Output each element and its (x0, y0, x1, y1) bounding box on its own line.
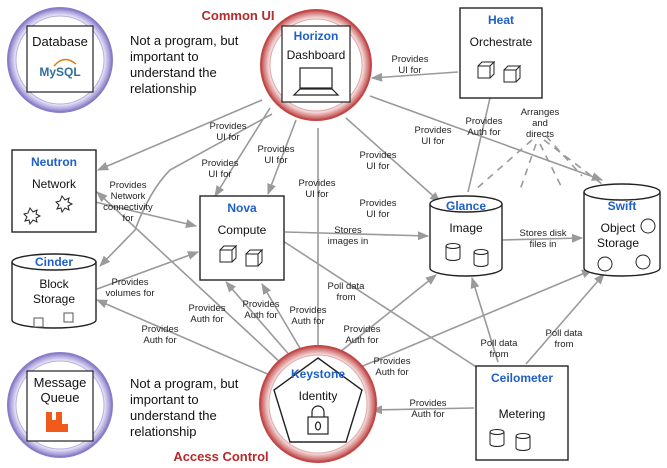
database-node: Database MySQL (7, 7, 113, 113)
edge-horizon-nova-a (214, 107, 271, 197)
squares-icon (33, 312, 74, 328)
heat-node: Heat Orchestrate (459, 7, 543, 99)
database-label: Database (32, 34, 88, 49)
glance-title: Glance (446, 199, 486, 213)
edge-glance-swift (501, 233, 584, 243)
keystone-subtitle: Identity (299, 389, 338, 403)
edge-ceilometer-glance (470, 276, 499, 363)
swift-node: Swift Object Storage (583, 183, 661, 277)
rabbitmq-logo-icon (46, 412, 68, 432)
glance-subtitle: Image (449, 221, 483, 235)
edge-keystone-nova-b (261, 283, 305, 356)
edge-heat-glance (467, 97, 491, 193)
cinder-title: Cinder (35, 255, 73, 269)
keystone-title: Keystone (291, 367, 345, 381)
swift-subtitle-1: Object (601, 221, 636, 235)
edge-keystone-nova-a (225, 281, 293, 359)
queue-note: Not a program, but important to understa… (130, 376, 242, 439)
edge-keystone-swift (357, 269, 594, 369)
ceilometer-node: Ceilometer Metering (475, 365, 569, 461)
disks-icon (597, 218, 656, 272)
ceilometer-title: Ceilometer (491, 371, 553, 385)
section-common-ui: Common UI (202, 8, 275, 23)
edge-keystone-glance (339, 274, 437, 353)
swift-subtitle-2: Storage (597, 236, 639, 250)
glance-node: Glance Image (429, 195, 503, 277)
edge-horizon-heat (370, 71, 459, 82)
database-note: Not a program, but important to understa… (130, 33, 242, 96)
horizon-subtitle: Dashboard (287, 48, 346, 62)
edge-ceilometer-nova (259, 225, 485, 373)
edge-nova-glance (284, 231, 430, 241)
nova-subtitle: Compute (218, 223, 267, 237)
neutron-subtitle: Network (32, 177, 77, 191)
heat-directs-rays (474, 135, 603, 191)
cinder-subtitle-1: Block (39, 277, 69, 291)
cubes-icon (477, 60, 522, 83)
edge-horizon-swift (369, 95, 604, 181)
lock-icon (307, 405, 329, 435)
edge-horizon-nova-b (267, 119, 297, 196)
section-access-control: Access Control (173, 449, 268, 464)
nova-title: Nova (227, 201, 257, 215)
ceilometer-subtitle: Metering (499, 407, 546, 421)
horizon-node: Horizon Dashboard (260, 9, 372, 121)
svg-text:MySQL: MySQL (39, 65, 80, 79)
cinder-subtitle-2: Storage (33, 292, 75, 306)
queue-label-2: Queue (40, 390, 79, 405)
heat-subtitle: Orchestrate (470, 35, 533, 49)
heat-title: Heat (488, 13, 514, 27)
edge-horizon-neutron (96, 99, 263, 171)
horizon-title: Horizon (294, 29, 339, 43)
nova-node: Nova Compute (199, 195, 285, 281)
edge-keystone-ceilometer (370, 405, 475, 415)
message-queue-node: Message Queue (7, 352, 113, 458)
edge-ceilometer-swift (525, 273, 605, 365)
edge-keystone-cinder (95, 299, 273, 377)
queue-label-1: Message (34, 375, 87, 390)
keystone-node: Keystone Identity (259, 345, 377, 463)
connectors (94, 71, 605, 415)
laptop-icon (292, 67, 340, 96)
edge-keystone-neutron (96, 191, 283, 365)
mysql-logo: MySQL (39, 58, 81, 79)
neutron-title: Neutron (31, 155, 77, 169)
disks-icon (445, 243, 489, 267)
edge-cinder-nova (96, 251, 200, 290)
edge-horizon-glance (345, 117, 441, 203)
cinder-node: Cinder Block Storage (11, 253, 97, 329)
neutron-node: Neutron Network (11, 149, 97, 233)
swift-title: Swift (608, 199, 637, 213)
starburst-icon (23, 194, 74, 226)
cubes-icon (219, 244, 264, 267)
disks-icon (489, 429, 531, 451)
